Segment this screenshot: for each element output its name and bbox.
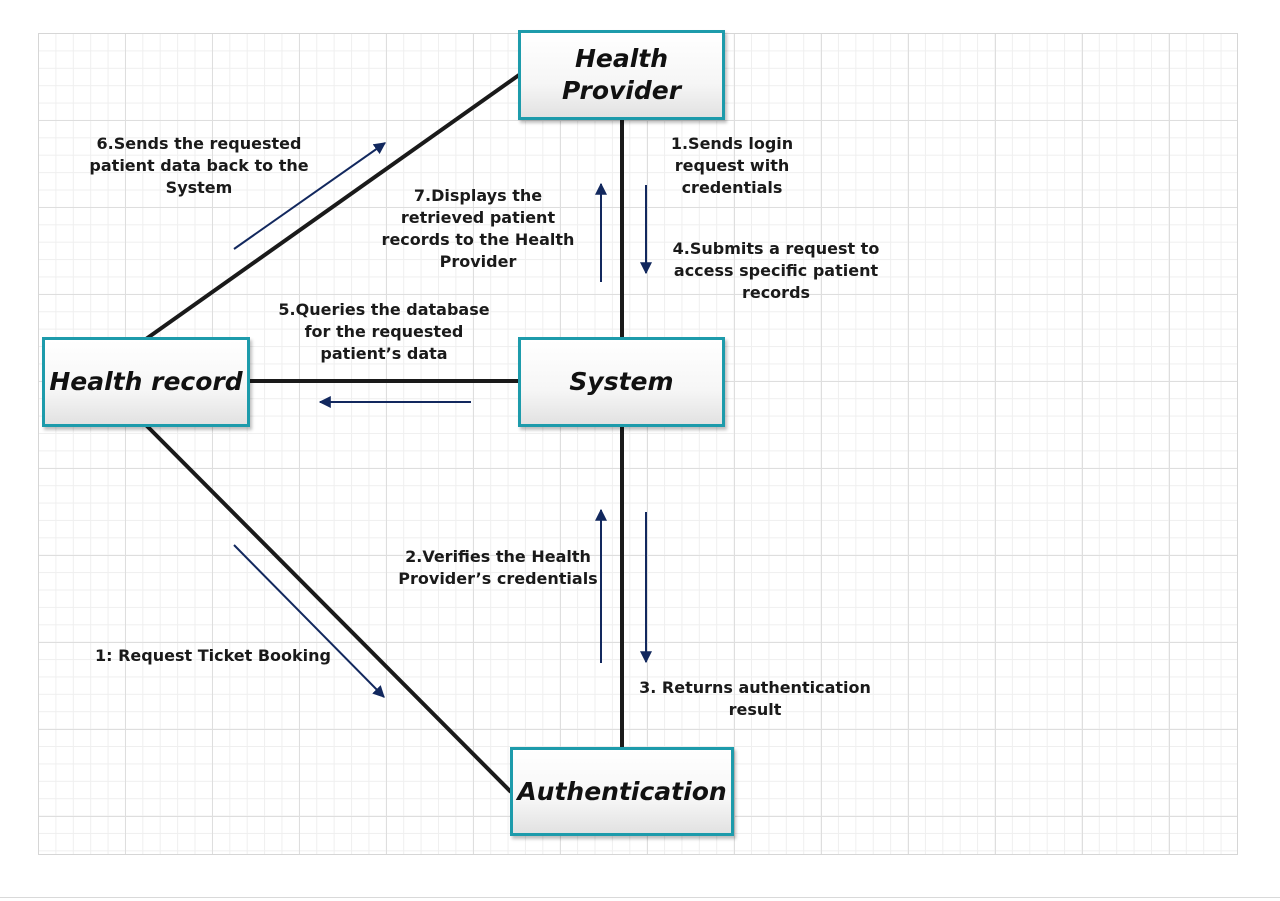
grid-background — [38, 33, 1238, 855]
node-authentication[interactable]: Authentication — [510, 747, 734, 836]
link-record-authentication — [144, 423, 513, 794]
label-message-7: 7.Displays the retrieved patient records… — [381, 186, 575, 271]
node-system[interactable]: System — [518, 337, 725, 427]
node-health-provider[interactable]: Health Provider — [518, 30, 725, 120]
label-message-3: 3. Returns authentication result — [639, 678, 871, 719]
bottom-divider — [0, 897, 1280, 898]
label-message-6: 6.Sends the requested patient data back … — [89, 134, 309, 197]
label-message-4: 4.Submits a request to access specific p… — [672, 239, 880, 302]
label-message-5: 5.Queries the database for the requested… — [278, 300, 490, 363]
link-record-provider — [144, 73, 521, 341]
label-message-2: 2.Verifies the Health Provider’s credent… — [398, 547, 598, 588]
label-ticket-booking: 1: Request Ticket Booking — [94, 646, 332, 665]
node-health-record[interactable]: Health record — [42, 337, 250, 427]
arrow-message-6 — [233, 142, 386, 250]
label-message-1: 1.Sends login request with credentials — [670, 134, 794, 197]
arrow-ticket-booking — [233, 544, 385, 698]
